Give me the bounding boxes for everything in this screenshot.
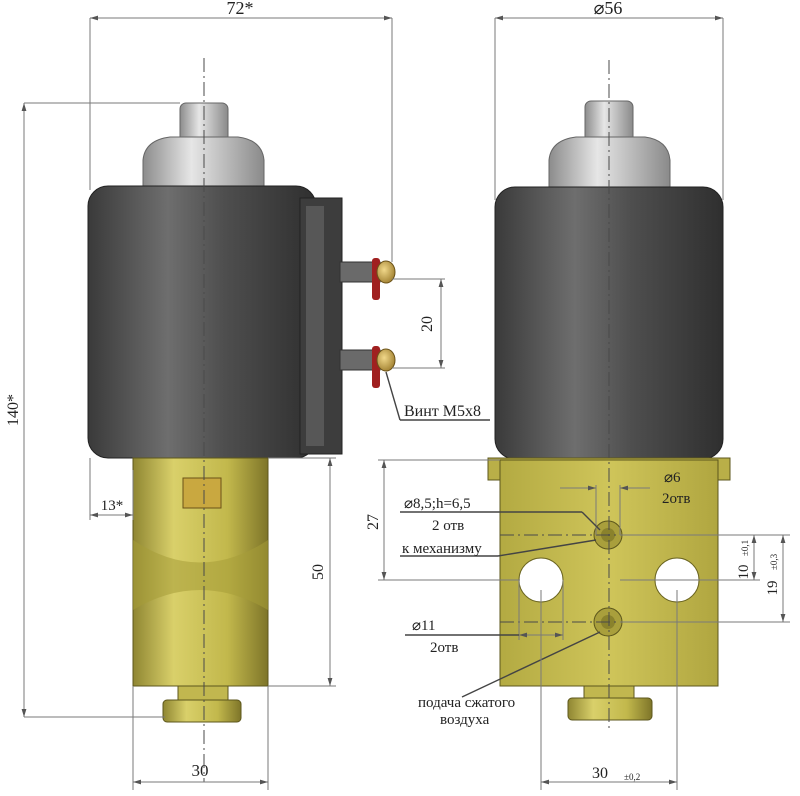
left-dim-labels: 72* 140* 20 13* 50 30 Винт М5х8 [5, 0, 481, 780]
hole-c-label: ⌀11 [412, 618, 435, 634]
hole-b-count: 2отв [662, 491, 690, 507]
air-supply-line1: подача сжатого [418, 695, 515, 711]
dim-pin-spacing-20: 20 [419, 316, 436, 332]
dim-diameter-56: ⌀56 [594, 0, 623, 18]
tol-30: ±0,2 [624, 772, 640, 782]
left-nut [182, 477, 222, 509]
hole-c-count: 2отв [430, 640, 458, 656]
dim-bottom-30: 30 [592, 765, 608, 782]
screw-label: Винт М5х8 [404, 403, 481, 420]
right-view [487, 60, 731, 730]
tol-10: ±0,1 [740, 540, 750, 556]
right-dimensions [378, 15, 790, 790]
left-fitting [177, 685, 229, 701]
to-mechanism-label: к механизму [402, 541, 482, 557]
hole-a-count: 2 отв [432, 518, 464, 534]
air-supply-line2: воздуха [440, 712, 490, 728]
hole-b-label: ⌀6 [664, 470, 681, 486]
dim-spacing-10: 10 [736, 565, 752, 580]
left-view [87, 58, 396, 782]
dim-top-offset-27: 27 [365, 514, 382, 530]
hole-a-label: ⌀8,5;h=6,5 [404, 496, 471, 512]
left-coil [87, 185, 317, 459]
right-dim-labels: ⌀56 27 ⌀8,5;h=6,5 2 отв ⌀6 2отв к механи… [365, 0, 781, 782]
tol-19: ±0,3 [769, 553, 779, 570]
dim-body-height-50: 50 [310, 564, 327, 580]
dim-offset-13: 13* [101, 498, 124, 514]
right-coil [494, 186, 724, 460]
dim-spacing-19: 19 [765, 581, 781, 596]
dim-width-72: 72* [227, 0, 254, 18]
left-dimensions [21, 15, 490, 790]
dim-height-140: 140* [5, 394, 22, 426]
dim-body-width-30: 30 [192, 761, 209, 780]
